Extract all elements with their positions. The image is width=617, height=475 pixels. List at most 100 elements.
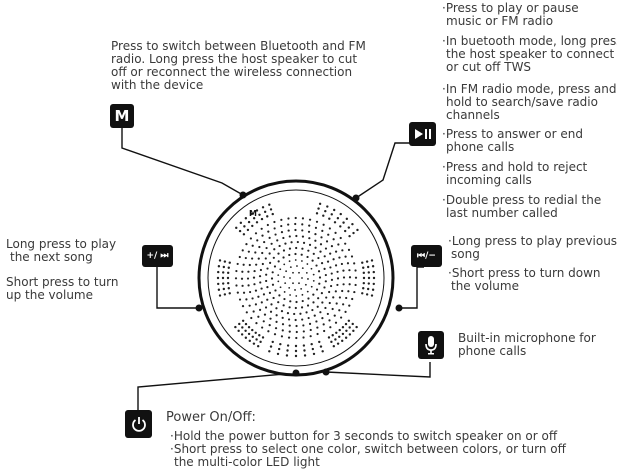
button-hole bbox=[318, 202, 322, 206]
grille-hole bbox=[234, 277, 238, 280]
grille-hole bbox=[279, 286, 282, 289]
grille-hole bbox=[238, 255, 241, 259]
button-hole bbox=[372, 276, 376, 280]
grille-hole bbox=[266, 286, 269, 289]
grille-hole bbox=[320, 262, 324, 265]
grille-hole bbox=[277, 274, 280, 277]
grille-hole bbox=[315, 320, 318, 323]
grille-hole bbox=[348, 283, 351, 286]
grille-hole bbox=[301, 277, 303, 279]
prev-volume-down-button-icon: ⏮/− bbox=[411, 245, 442, 267]
grille-hole bbox=[307, 278, 309, 280]
grille-hole bbox=[255, 322, 258, 325]
grille-hole bbox=[245, 311, 248, 314]
grille-hole bbox=[339, 236, 342, 240]
button-hole bbox=[217, 265, 221, 268]
grille-hole bbox=[322, 323, 325, 326]
button-hole bbox=[367, 271, 370, 274]
grille-hole bbox=[341, 289, 344, 293]
grille-hole bbox=[312, 252, 315, 255]
button-hole bbox=[352, 329, 355, 333]
prev-short-press-line2: the volume bbox=[451, 279, 519, 293]
grille-hole bbox=[334, 264, 338, 267]
prev-long-press-line1: ·Long press to play previous bbox=[448, 234, 617, 248]
grille-hole bbox=[250, 316, 253, 320]
grille-hole bbox=[318, 276, 322, 279]
button-hole bbox=[330, 213, 333, 216]
marker-mic bbox=[322, 368, 330, 376]
grille-hole bbox=[254, 303, 258, 306]
grille-hole bbox=[252, 310, 255, 313]
grille-hole bbox=[345, 296, 348, 300]
button-hole bbox=[261, 206, 265, 209]
power-icon bbox=[131, 417, 146, 432]
grille-hole bbox=[319, 311, 322, 314]
button-hole bbox=[341, 339, 344, 343]
button-hole bbox=[260, 217, 264, 221]
button-hole bbox=[347, 319, 351, 322]
grille-hole bbox=[316, 305, 319, 308]
grille-hole bbox=[321, 316, 324, 320]
button-hole bbox=[345, 217, 349, 221]
button-hole bbox=[246, 228, 250, 232]
grille-hole bbox=[353, 290, 356, 294]
button-hole bbox=[263, 210, 267, 214]
grille-hole bbox=[265, 273, 268, 276]
button-hole bbox=[221, 276, 225, 280]
grille-hole bbox=[253, 283, 256, 286]
button-hole bbox=[318, 340, 321, 344]
grille-hole bbox=[273, 333, 277, 336]
button-hole bbox=[217, 282, 220, 286]
grille-hole bbox=[334, 250, 338, 253]
grille-hole bbox=[274, 289, 277, 292]
grille-hole bbox=[288, 247, 292, 250]
button-hole bbox=[255, 209, 259, 212]
grille-hole bbox=[334, 231, 337, 234]
play-item-1-line2: music or FM radio bbox=[446, 14, 554, 28]
grille-hole bbox=[296, 265, 298, 267]
grille-hole bbox=[257, 257, 260, 260]
button-hole bbox=[302, 344, 306, 347]
grille-hole bbox=[264, 257, 267, 260]
button-hole bbox=[348, 326, 351, 329]
grille-hole bbox=[314, 226, 318, 229]
grille-hole bbox=[277, 260, 280, 263]
grille-hole bbox=[260, 301, 263, 304]
button-hole bbox=[345, 329, 348, 333]
grille-hole bbox=[252, 276, 256, 279]
speaker-button-holes bbox=[216, 202, 376, 358]
button-hole bbox=[251, 335, 254, 339]
power-line3: the multi-color LED light bbox=[174, 455, 320, 469]
grille-hole bbox=[283, 276, 285, 278]
button-hole bbox=[286, 349, 289, 352]
play-item-3-line3: channels bbox=[446, 108, 500, 122]
button-hole bbox=[256, 345, 260, 348]
grille-hole bbox=[329, 266, 332, 269]
grille-hole bbox=[245, 298, 248, 301]
grille-hole bbox=[293, 312, 296, 316]
grille-hole bbox=[354, 283, 357, 287]
button-hole bbox=[234, 325, 237, 329]
grille-hole bbox=[294, 252, 297, 256]
mode-description-line2: radio. Long press the host speaker to cu… bbox=[111, 52, 358, 66]
grille-hole bbox=[264, 306, 268, 309]
grille-hole bbox=[295, 330, 298, 334]
grille-hole bbox=[323, 267, 326, 270]
grille-hole bbox=[327, 233, 330, 236]
grille-hole bbox=[313, 314, 316, 317]
grille-hole bbox=[353, 262, 356, 265]
play-item-4-line1: ·Press to answer or end bbox=[442, 127, 583, 141]
button-hole bbox=[303, 354, 307, 357]
grille-hole bbox=[282, 236, 285, 240]
grille-hole bbox=[268, 236, 271, 240]
grille-hole bbox=[342, 303, 345, 306]
grille-hole bbox=[330, 278, 334, 281]
grille-hole bbox=[294, 289, 296, 291]
button-hole bbox=[222, 287, 226, 291]
grille-hole bbox=[241, 284, 244, 287]
grille-hole bbox=[277, 301, 280, 304]
grille-hole bbox=[246, 277, 250, 280]
grille-hole bbox=[324, 280, 327, 283]
grille-hole bbox=[288, 235, 291, 238]
button-hole bbox=[252, 217, 256, 220]
